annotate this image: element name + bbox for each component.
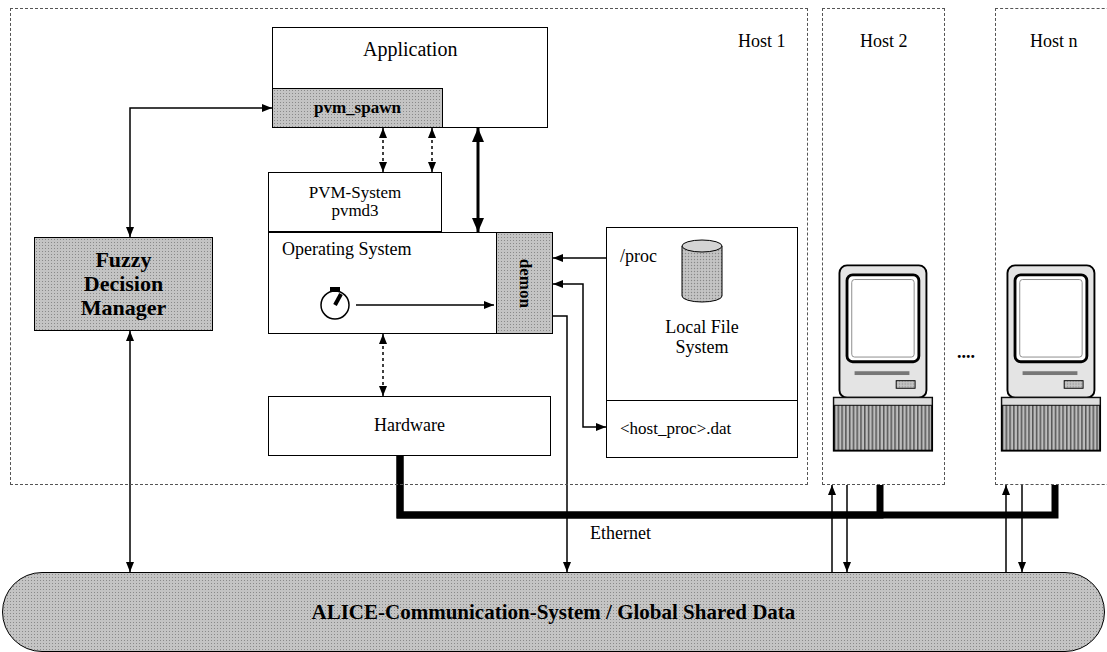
connector-arrow <box>382 334 384 396</box>
node-text: PVM-System pvmd3 <box>299 184 411 221</box>
node-text: Host 2 <box>860 32 908 52</box>
node-text: Application <box>363 38 457 60</box>
bus-band: ALICE-Communication-System / Global Shar… <box>2 572 1105 652</box>
function-box: pvm_spawn <box>272 88 443 128</box>
node-text: Host 1 <box>738 32 786 52</box>
connector-arrow <box>130 108 272 237</box>
host-region: Host 1 Application pvm_spawnFuzzy Decision… <box>10 8 808 485</box>
node-text: ALICE-Communication-System / Global Shar… <box>312 601 796 624</box>
node-text: /proc <box>620 247 657 267</box>
connector-arrow <box>553 284 606 427</box>
clock-symbol <box>321 287 349 319</box>
node-text: Operating System <box>282 240 411 260</box>
connector-arrow <box>1021 485 1023 572</box>
daemon-box: demon <box>496 232 553 334</box>
node-text: Fuzzy Decision Manager <box>61 248 186 321</box>
connector-arrow <box>553 257 606 259</box>
network-cable <box>400 456 1055 515</box>
clock-arrow <box>356 304 494 306</box>
node-text: demon <box>515 258 534 307</box>
host-region: Host 2 <box>822 8 945 485</box>
connector-arrow <box>1005 485 1007 572</box>
node-text: Hardware <box>374 416 445 436</box>
host-region: Host n <box>995 8 1107 485</box>
file-system-box: /procLocal File System <host_proc>.dat <box>606 227 798 458</box>
manager-box: Fuzzy Decision Manager <box>34 237 213 331</box>
node-text: <host_proc>.dat <box>620 420 731 439</box>
connector-arrow <box>831 485 833 572</box>
node-text: Host n <box>1030 32 1078 52</box>
connector-arrow <box>382 128 384 172</box>
connector-arrow <box>846 485 848 572</box>
process-box: PVM-System pvmd3 <box>268 172 442 232</box>
os-box: Operating System demon <box>268 232 553 334</box>
data-file-box: <host_proc>.dat <box>606 400 798 458</box>
node-text: Local File System <box>652 318 752 358</box>
network-cable <box>400 456 880 515</box>
connector-arrow <box>553 316 567 572</box>
ellipsis-label: .... <box>955 342 977 363</box>
node-text: pvm_spawn <box>314 99 401 118</box>
application-box: Application pvm_spawn <box>272 27 548 128</box>
hardware-box: Hardware <box>268 396 551 456</box>
edge-label: Ethernet <box>588 523 653 544</box>
computer-icon <box>834 265 932 450</box>
connector-arrow <box>129 331 131 572</box>
disk-cylinder <box>682 240 722 302</box>
connector-arrow <box>477 128 480 232</box>
connector-arrow <box>431 128 433 172</box>
computer-icon <box>1002 265 1100 450</box>
